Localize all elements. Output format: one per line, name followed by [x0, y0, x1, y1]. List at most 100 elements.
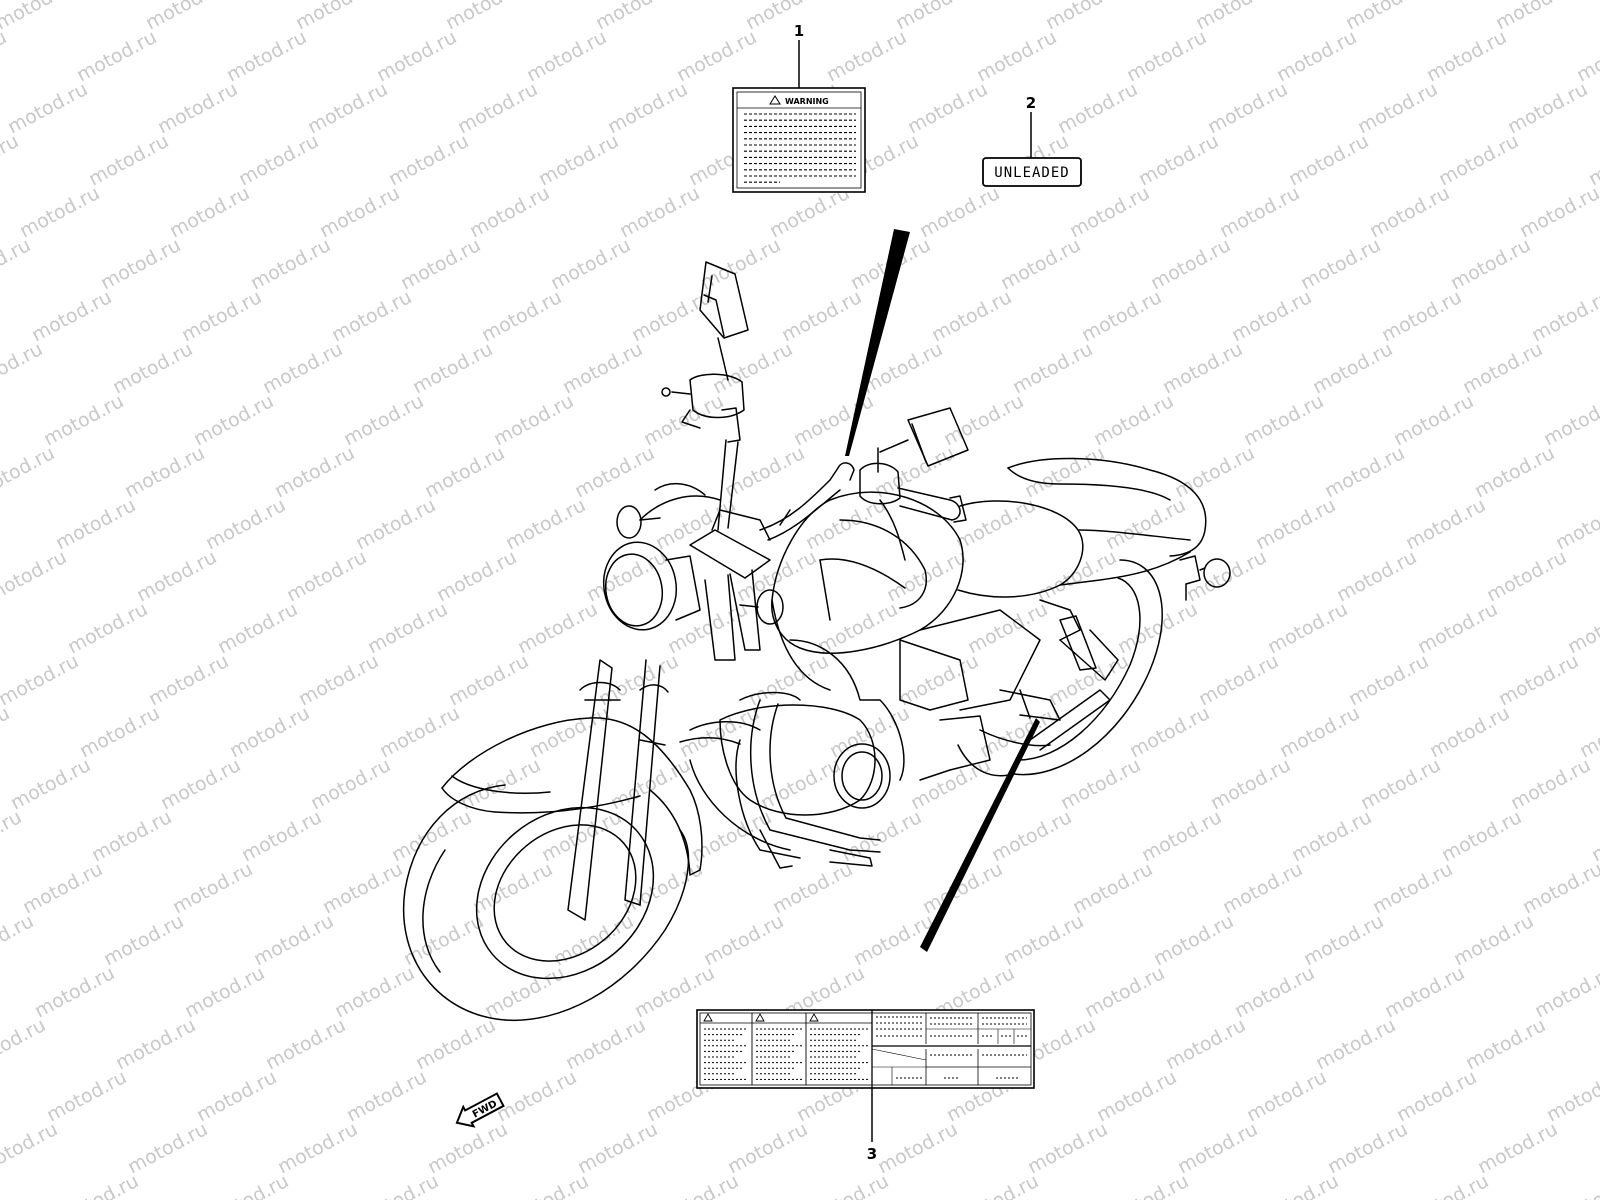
watermark-text: motod.ru	[355, 1170, 442, 1200]
watermark-text: motod.ru	[1231, 962, 1318, 1022]
watermark-text: motod.ru	[1369, 858, 1456, 918]
watermark-text: motod.ru	[0, 806, 25, 866]
watermark-text: motod.ru	[1009, 338, 1096, 398]
watermark-text: motod.ru	[1381, 962, 1468, 1022]
watermark-text: motod.ru	[142, 0, 229, 34]
watermark-text: motod.ru	[1423, 26, 1510, 86]
watermark-text: motod.ru	[505, 1170, 592, 1200]
watermark-text: motod.ru	[1240, 390, 1327, 450]
watermark-text: motod.ru	[964, 598, 1051, 658]
watermark-text: motod.ru	[592, 0, 679, 34]
watermark-text: motod.ru	[121, 442, 208, 502]
watermark-text: motod.ru	[454, 78, 541, 138]
watermark-text: motod.ru	[1300, 910, 1387, 970]
watermark-text: motod.ru	[100, 910, 187, 970]
watermark-text: motod.ru	[0, 26, 10, 86]
watermark-text: motod.ru	[1531, 962, 1600, 1022]
watermark-text: motod.ru	[0, 546, 70, 606]
watermark-text: motod.ru	[745, 650, 832, 710]
unleaded-label[interactable]: UNLEADED	[982, 157, 1082, 187]
watermark-text: motod.ru	[0, 1014, 49, 1074]
watermark-text: motod.ru	[169, 858, 256, 918]
watermark-text: motod.ru	[1426, 702, 1513, 762]
watermark-text: motod.ru	[1540, 390, 1600, 450]
watermark-text: motod.ru	[1021, 442, 1108, 502]
watermark-text: motod.ru	[469, 858, 556, 918]
watermark-text: motod.ru	[1354, 78, 1441, 138]
watermark-text: motod.ru	[28, 286, 115, 346]
info-label[interactable]	[696, 1009, 1035, 1089]
callout-1-number: 1	[794, 22, 804, 40]
watermark-text: motod.ru	[424, 1118, 511, 1178]
watermark-text: motod.ru	[19, 858, 106, 918]
watermark-text: motod.ru	[0, 702, 13, 762]
watermark-text: motod.ru	[619, 858, 706, 918]
watermark-text: motod.ru	[1357, 754, 1444, 814]
watermark-text: motod.ru	[373, 26, 460, 86]
watermark-text: motod.ru	[1102, 494, 1189, 554]
watermark-text: motod.ru	[523, 26, 610, 86]
watermark-text: motod.ru	[1378, 286, 1465, 346]
info-text-lines	[704, 1016, 1028, 1080]
watermark-text: motod.ru	[238, 806, 325, 866]
watermark-text: motod.ru	[1045, 650, 1132, 710]
watermark-text: motod.ru	[1285, 130, 1372, 190]
watermark-text: motod.ru	[457, 754, 544, 814]
watermark-text: motod.ru	[1093, 1066, 1180, 1126]
watermark-text: motod.ru	[928, 286, 1015, 346]
watermark-text: motod.ru	[202, 494, 289, 554]
warning-triangle-icon	[769, 95, 781, 105]
watermark-text: motod.ru	[1228, 286, 1315, 346]
watermark-text: motod.ru	[31, 962, 118, 1022]
watermark-text: motod.ru	[1069, 858, 1156, 918]
warning-label[interactable]: WARNING	[732, 87, 866, 193]
watermark-text: motod.ru	[55, 1170, 142, 1200]
watermark-text: motod.ru	[1273, 26, 1360, 86]
watermark-text: motod.ru	[190, 390, 277, 450]
watermark-text: motod.ru	[52, 494, 139, 554]
watermark-text: motod.ru	[205, 1170, 292, 1200]
watermark-text: motod.ru	[262, 1014, 349, 1074]
watermark-text: motod.ru	[109, 338, 196, 398]
callout-1: 1	[794, 22, 804, 90]
watermark-text: motod.ru	[1435, 130, 1522, 190]
watermark-text: motod.ru	[904, 78, 991, 138]
watermark-text: motod.ru	[40, 390, 127, 450]
watermark-text: motod.ru	[1504, 78, 1591, 138]
watermark-text: motod.ru	[43, 1066, 130, 1126]
watermark-text: motod.ru	[1471, 442, 1558, 502]
watermark-text: motod.ru	[145, 650, 232, 710]
watermark-text: motod.ru	[1345, 650, 1432, 710]
watermark-text: motod.ru	[1105, 1170, 1192, 1200]
watermark-text: motod.ru	[181, 962, 268, 1022]
watermark-text: motod.ru	[0, 442, 58, 502]
motorcycle-illustration	[402, 261, 1231, 1022]
watermark-text: motod.ru	[1555, 1170, 1600, 1200]
watermark-text: motod.ru	[940, 390, 1027, 450]
watermark-text: motod.ru	[1447, 234, 1534, 294]
watermark-text: motod.ru	[235, 130, 322, 190]
watermark-text: motod.ru	[304, 78, 391, 138]
watermark-text: motod.ru	[388, 806, 475, 866]
watermark-text: motod.ru	[364, 598, 451, 658]
watermark-text: motod.ru	[1543, 1066, 1600, 1126]
watermark-text: motod.ru	[709, 338, 796, 398]
watermark-text: motod.ru	[1402, 494, 1489, 554]
watermark-text: motod.ru	[1024, 1118, 1111, 1178]
watermark-text: motod.ru	[1138, 806, 1225, 866]
watermark-text: motod.ru	[214, 598, 301, 658]
watermark-text: motod.ru	[550, 910, 637, 970]
watermark-text: motod.ru	[259, 338, 346, 398]
watermark-text: motod.ru	[493, 1066, 580, 1126]
watermark-text: motod.ru	[7, 754, 94, 814]
watermark-text: motod.ru	[1324, 1118, 1411, 1178]
watermark-text: motod.ru	[112, 1014, 199, 1074]
watermark-text: motod.ru	[73, 26, 160, 86]
watermark-text: motod.ru	[400, 910, 487, 970]
watermark-text: motod.ru	[997, 234, 1084, 294]
watermark-text: motod.ru	[502, 494, 589, 554]
watermark-text: motod.ru	[397, 234, 484, 294]
unleaded-label-text: UNLEADED	[994, 165, 1069, 181]
watermark-text: motod.ru	[319, 858, 406, 918]
watermark-text: motod.ru	[1393, 1066, 1480, 1126]
